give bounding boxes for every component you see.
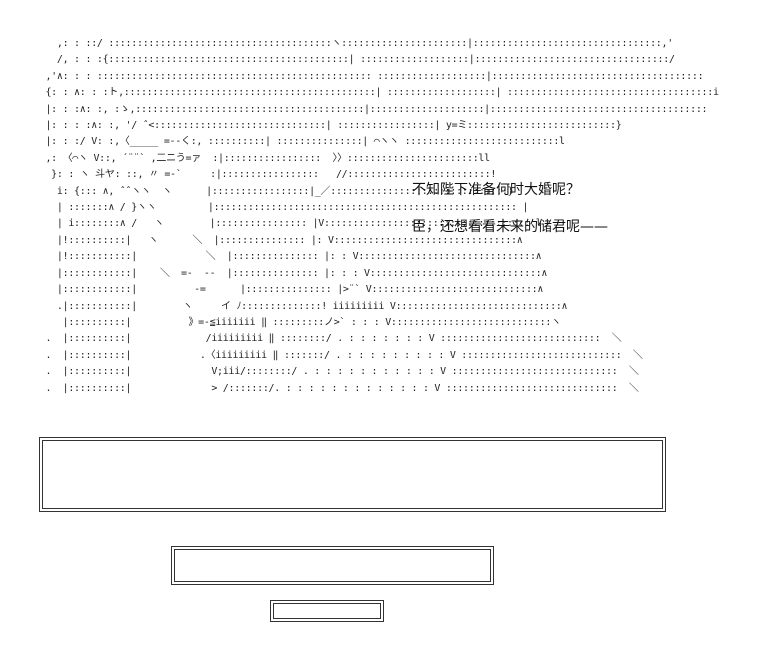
ascii-art-figure: ,: : ::/ :::::::::::::::::::::::::::::::… [45, 38, 719, 394]
dialogue-line-2: 臣，还想看看未来的储君呢—— [412, 219, 608, 235]
empty-text-frame-small [270, 600, 384, 622]
dialogue-line-1: 不知陛下准备何时大婚呢？ [412, 182, 580, 198]
empty-text-frame-medium [171, 546, 494, 585]
empty-text-frame-large [39, 437, 666, 512]
